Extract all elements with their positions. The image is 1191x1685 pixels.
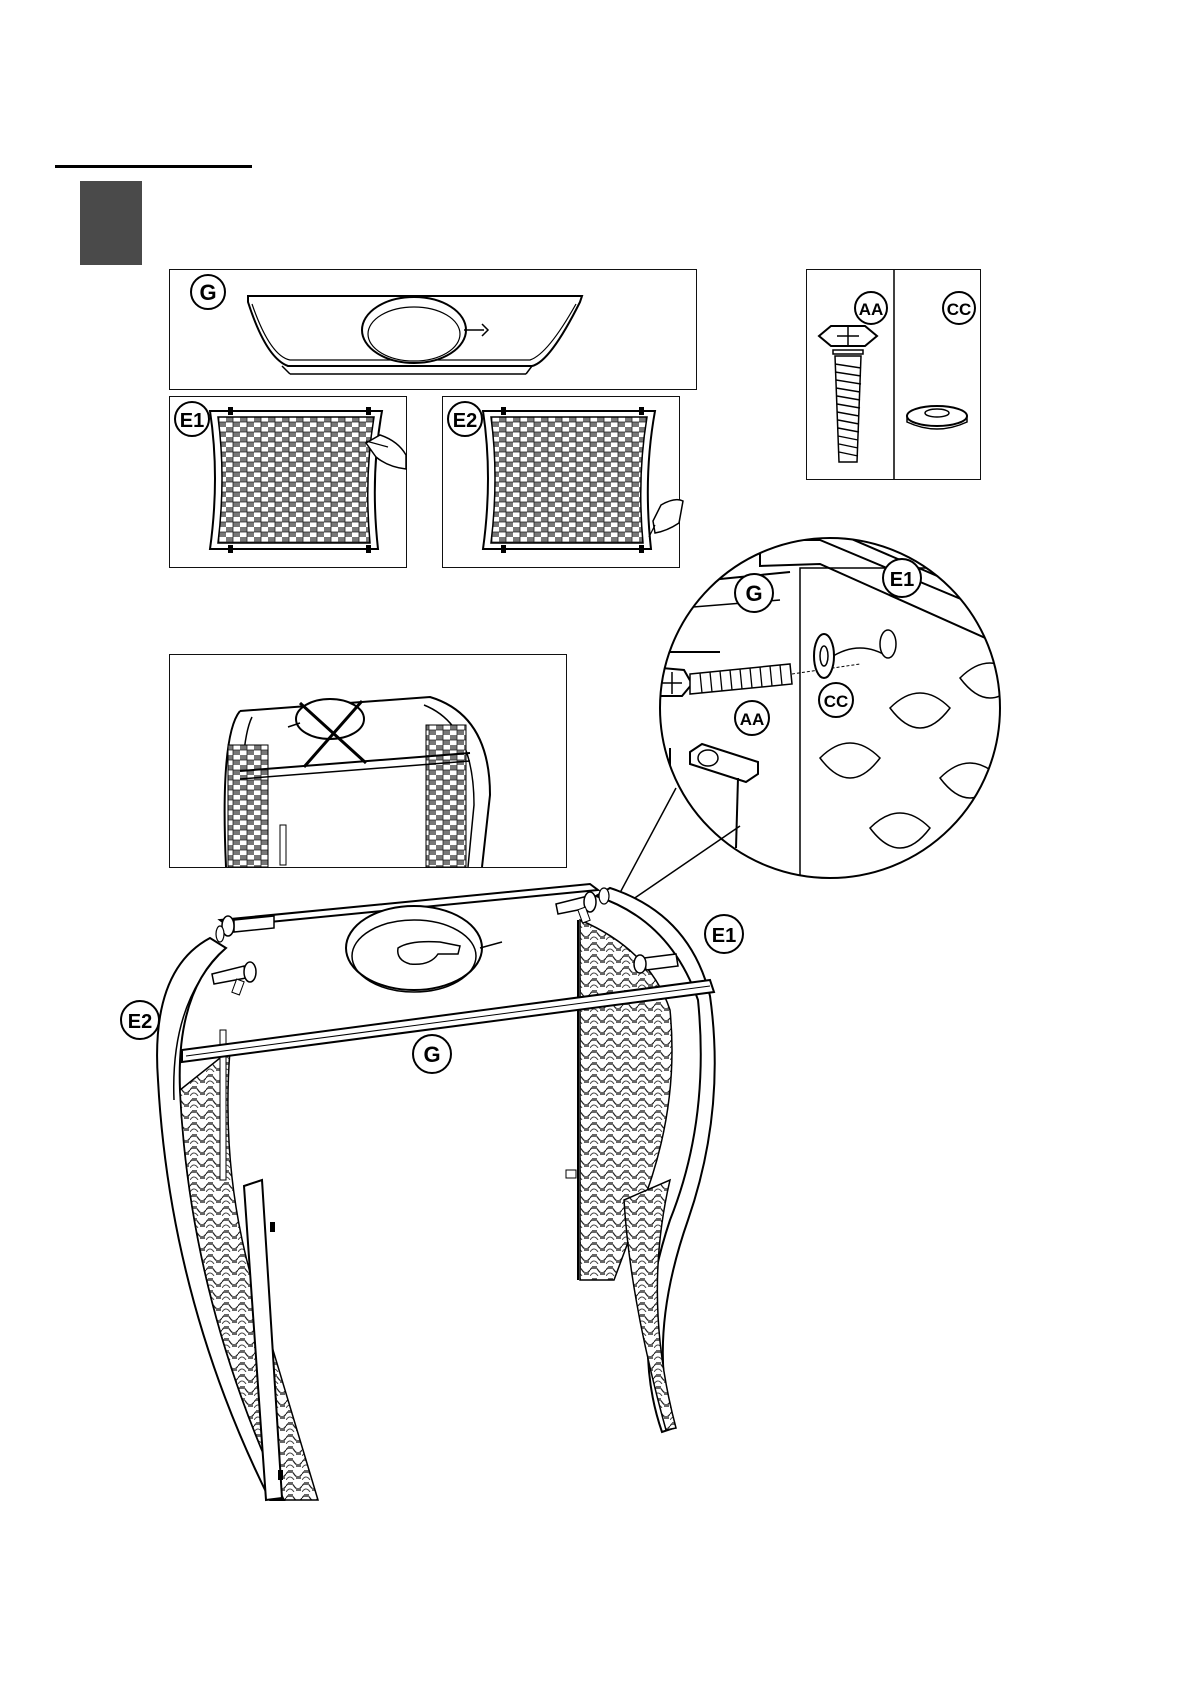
part-e1-panel: E1 [169,396,407,568]
svg-text:AA: AA [859,300,884,319]
hardware-drawing: AA CC [807,270,980,479]
step-rule [55,165,252,168]
svg-text:E1: E1 [712,925,736,947]
wrong-assembly-drawing [170,655,566,867]
svg-text:AA: AA [740,710,765,729]
svg-text:G: G [199,280,216,305]
part-g-panel: G [169,269,697,390]
svg-text:CC: CC [947,300,972,319]
svg-text:G: G [745,581,762,606]
svg-text:E1: E1 [890,569,914,591]
svg-text:E1: E1 [180,410,204,432]
svg-text:CC: CC [824,692,849,711]
part-e1-drawing: E1 [170,397,406,567]
svg-text:E2: E2 [128,1011,152,1033]
step-number-box [80,181,142,265]
wrong-assembly-panel [169,654,567,868]
detail-zoom: G E1 AA CC [630,508,1030,908]
hardware-panel: AA CC [806,269,981,480]
part-g-drawing: G [170,270,696,389]
main-assembly-drawing: G E1 E2 [110,880,810,1500]
svg-text:E2: E2 [453,410,477,432]
svg-text:G: G [423,1042,440,1067]
